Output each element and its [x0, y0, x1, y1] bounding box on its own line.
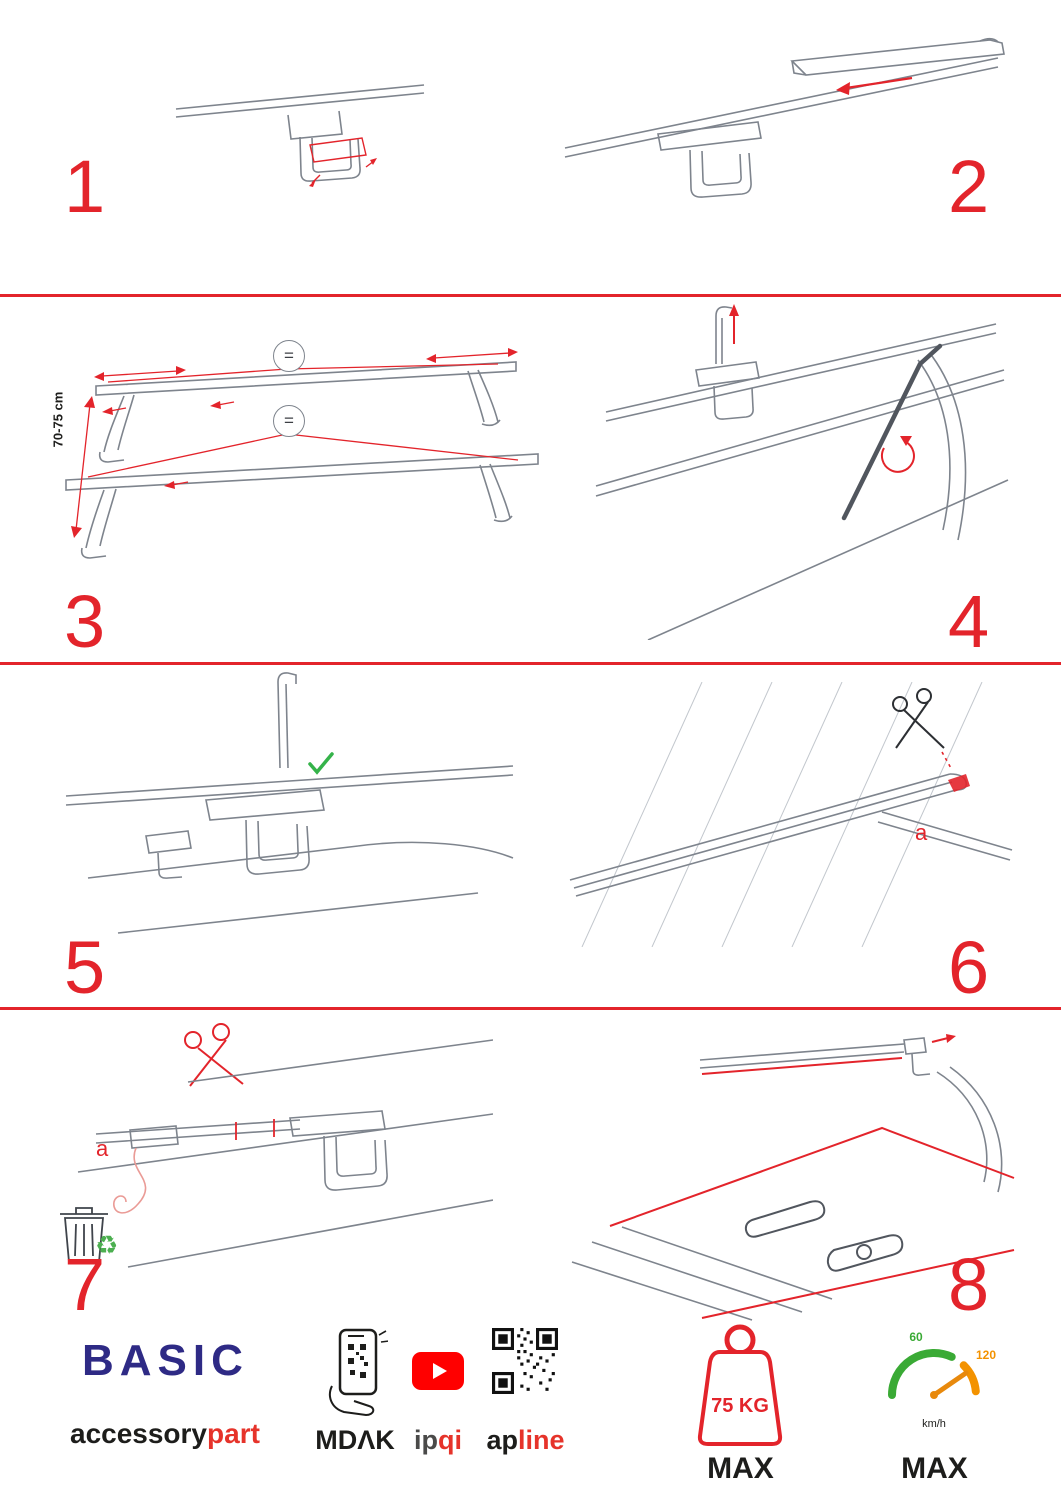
step-number-5: 5	[64, 926, 106, 1009]
speedometer-icon: 60 120 km/h	[888, 1330, 996, 1430]
allen-key	[841, 343, 943, 521]
recycle-icon: ♻	[95, 1230, 119, 1260]
step-number-4: 4	[948, 580, 990, 663]
part-a-label: a	[915, 820, 928, 845]
part-a-label: a	[96, 1136, 109, 1161]
apline-red: line	[518, 1425, 565, 1455]
step-number-1: 1	[64, 145, 106, 228]
step-number-8: 8	[948, 1243, 990, 1326]
brand-subtitle: accessorypart	[70, 1418, 260, 1450]
dimension-lines	[75, 352, 519, 531]
step6-drawing	[569, 682, 1013, 947]
bar-distance-label: 70-75 cm	[50, 391, 66, 448]
step4-drawing	[595, 304, 1009, 640]
mdak-label: MDΛK	[315, 1425, 395, 1455]
apline-label: apline	[478, 1425, 573, 1456]
weight-icon: 75 KG	[697, 1324, 783, 1446]
speed-unit-label: km/h	[922, 1418, 946, 1430]
step2-drawing	[564, 37, 1005, 198]
gauge-needle	[931, 1370, 969, 1398]
discard-strap	[113, 1147, 147, 1214]
slide-arrow	[836, 76, 913, 95]
equal-spacing-badge: =	[273, 405, 305, 437]
trash-icon	[60, 1207, 108, 1263]
clamp-parts	[744, 1200, 904, 1272]
speed-max-label: MAX	[901, 1452, 968, 1485]
insert-arrow	[729, 304, 739, 344]
rotate-arrow	[881, 436, 915, 473]
youtube-icon	[412, 1352, 464, 1390]
brand-subtitle-red: part	[207, 1418, 260, 1449]
step7-drawing	[60, 1023, 493, 1268]
speed-60-label: 60	[909, 1330, 923, 1344]
section-divider	[0, 294, 1061, 297]
step3-drawing	[65, 348, 539, 559]
ipqi-red: qi	[438, 1425, 462, 1455]
step5-drawing	[65, 672, 514, 934]
speed-120-label: 120	[976, 1348, 996, 1362]
step-number-2: 2	[948, 145, 990, 228]
step8-drawing	[571, 1034, 1015, 1321]
qr-code	[492, 1328, 558, 1394]
step-number-7: 7	[64, 1243, 106, 1326]
brand-subtitle-black: accessory	[70, 1418, 208, 1449]
step-number-3: 3	[64, 580, 106, 663]
check-icon	[308, 752, 334, 775]
alignment-frame	[609, 1037, 1015, 1319]
weight-max-label: MAX	[707, 1452, 774, 1485]
phone-qr-icon	[328, 1328, 388, 1416]
ipqi-black: ip	[414, 1425, 438, 1455]
equal-spacing-badge: =	[273, 340, 305, 372]
brand-logo: BASIC	[82, 1336, 249, 1385]
step1-drawing	[175, 84, 425, 187]
section-divider	[0, 662, 1061, 665]
cut-piece	[948, 774, 970, 792]
ipqi-label: ipqi	[398, 1425, 478, 1456]
scissors-icon	[892, 688, 945, 749]
step-number-6: 6	[948, 926, 990, 1009]
section-divider	[0, 1007, 1061, 1010]
rubber-pad-outline	[309, 137, 375, 184]
weight-value: 75 KG	[711, 1395, 769, 1417]
scissors-icon	[184, 1023, 244, 1087]
cut-marks	[235, 1119, 275, 1140]
apline-black: ap	[486, 1425, 518, 1455]
